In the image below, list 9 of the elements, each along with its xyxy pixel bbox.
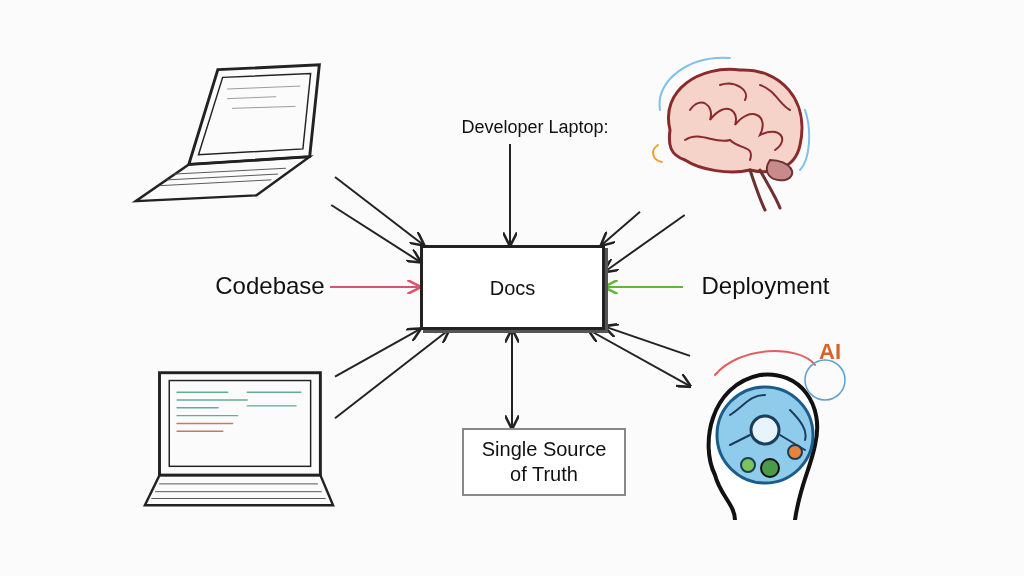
arrow bbox=[599, 210, 641, 248]
docs-box: Docs bbox=[420, 245, 605, 330]
node-label: Codebase bbox=[210, 268, 330, 304]
ai-text: AI bbox=[819, 341, 841, 363]
arrow bbox=[334, 327, 423, 378]
node-label: Deployment bbox=[683, 268, 848, 304]
text-box: Single Source of Truth bbox=[462, 428, 626, 496]
heading-label: Developer Laptop: bbox=[435, 110, 635, 144]
arrow bbox=[334, 175, 426, 248]
